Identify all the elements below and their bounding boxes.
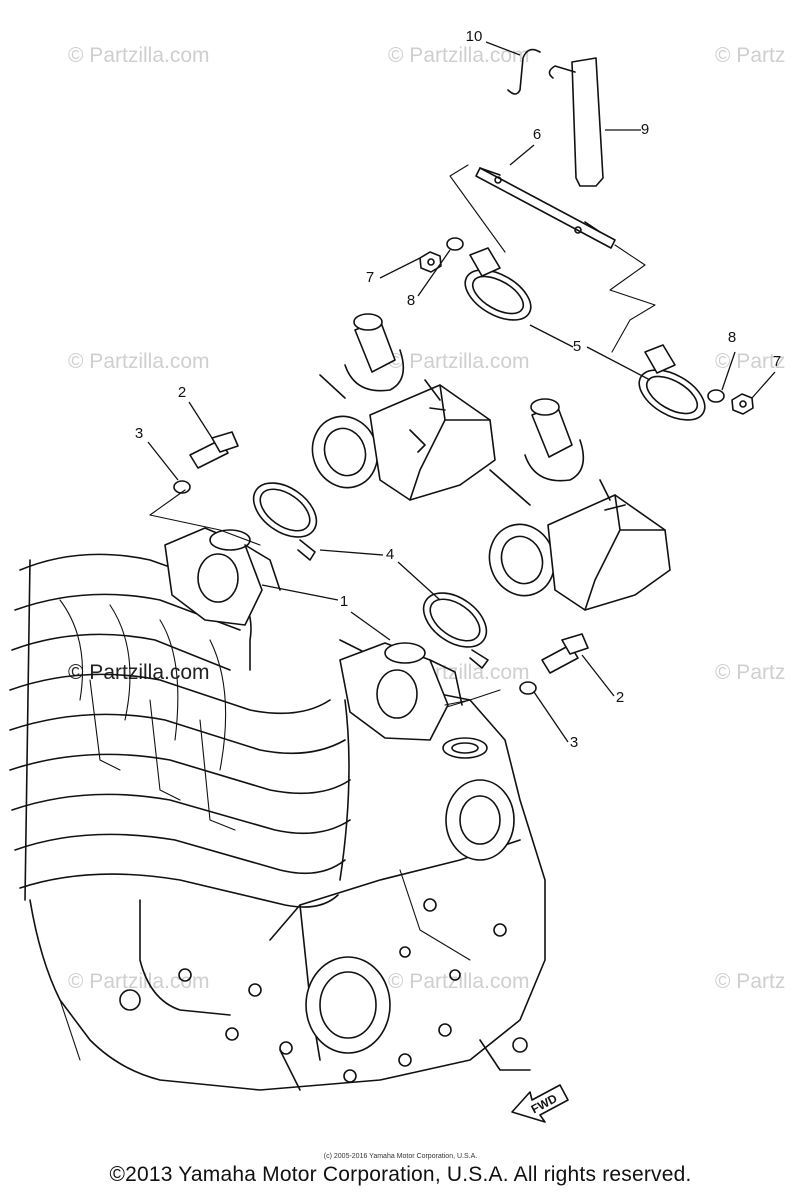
leader-lines [147, 41, 776, 743]
washer-bolt-right [519, 681, 537, 695]
callout-number: 4 [386, 546, 394, 563]
callout-number: 8 [728, 329, 736, 346]
callout-number: 7 [773, 353, 781, 370]
callout-number: 8 [407, 292, 415, 309]
rod [475, 167, 616, 249]
washer-right [707, 389, 725, 403]
callout-number: 3 [135, 425, 143, 442]
intake-manifold-right [339, 642, 463, 741]
clamp-left [252, 482, 318, 561]
watermark-text: © Partz [715, 44, 785, 67]
band-right [638, 344, 706, 421]
callout-number: 6 [533, 126, 541, 143]
copyright-notice: ©2013 Yamaha Motor Corporation, U.S.A. A… [109, 1163, 692, 1186]
callout-number: 2 [616, 689, 624, 706]
watermark-text: © Partz [715, 350, 785, 373]
crankcase-body [29, 639, 546, 1091]
watermark-text: © Partzilla.com [68, 970, 210, 993]
band-left [464, 247, 532, 321]
washer-left [446, 237, 464, 251]
engine-crankcase [9, 553, 546, 1091]
callout-number: 10 [466, 28, 483, 45]
bracket [548, 57, 604, 187]
carburetor-left [311, 313, 496, 501]
clamp-right [422, 592, 489, 669]
callout-number: 9 [641, 121, 649, 138]
callout-number: 1 [340, 593, 348, 610]
nut-left [419, 251, 442, 273]
watermark-text: © Partz [715, 661, 785, 684]
callout-numbers: 10 9 6 7 8 5 8 7 2 3 4 1 2 3 [135, 28, 781, 751]
watermark-text: © Partz [715, 970, 785, 993]
spring [507, 48, 541, 95]
small-copyright-note: (c) 2005-2016 Yamaha Motor Corporation, … [323, 1153, 478, 1160]
watermark-layer: © Partzilla.com © Partzilla.com © Partz © P… [68, 44, 785, 993]
intake-manifold-left [164, 527, 281, 626]
bolt-right [541, 633, 589, 674]
callout-number: 2 [178, 384, 186, 401]
fwd-arrow: FWD [511, 1084, 569, 1123]
washer-bolt-left [173, 480, 191, 494]
callout-number: 5 [573, 338, 581, 355]
watermark-text: © Partzilla.com [388, 970, 530, 993]
carburetor-right [488, 398, 671, 611]
watermark-text: © Partzilla.com [68, 661, 210, 684]
watermark-text: © Partzilla.com [388, 44, 530, 67]
watermark-text: © Partzilla.com [68, 44, 210, 67]
callout-number: 3 [570, 734, 578, 751]
cylinder-fins [9, 553, 351, 908]
watermark-text: © Partzilla.com [388, 350, 530, 373]
watermark-text: © Partzilla.com [68, 350, 210, 373]
bolt-left [189, 431, 239, 469]
callout-number: 7 [366, 269, 374, 286]
nut-right [731, 393, 754, 415]
